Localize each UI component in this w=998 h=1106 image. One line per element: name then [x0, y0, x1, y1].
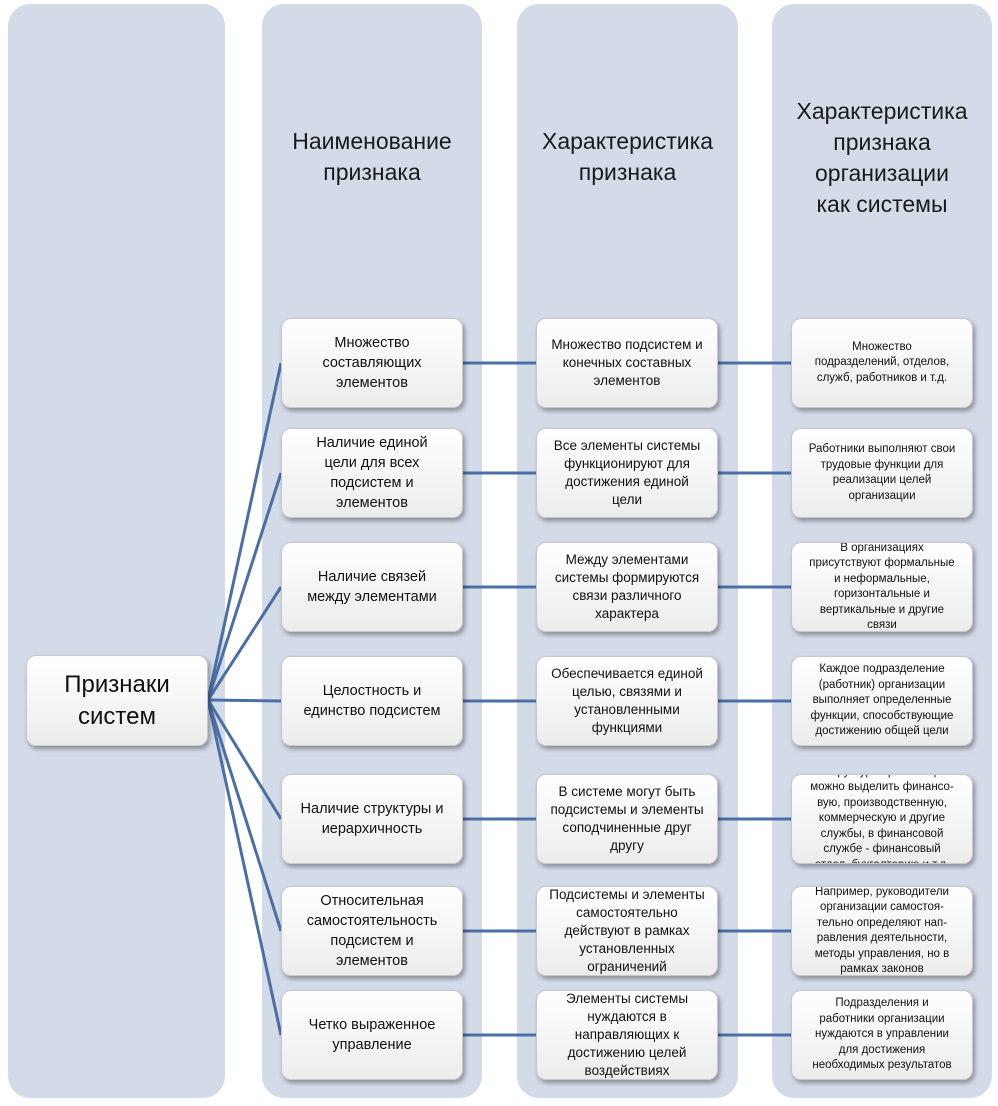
row-3-org: В организациях присутствуют формальные и…: [791, 542, 973, 632]
row-3-name: Наличие связей между элементами: [281, 542, 463, 632]
connector-root-row-4: [207, 698, 282, 703]
row-7-characteristic: Элементы системы нуждаются в направляющи…: [536, 990, 718, 1080]
row-4-characteristic: Обеспечивается единой целью, связями и у…: [536, 656, 718, 746]
connector-root-row-1: [206, 362, 283, 701]
row-6-name: Относительная самостоятельность подсисте…: [281, 886, 463, 976]
row-7-org: Подразделения и работники организации ну…: [791, 990, 973, 1080]
row-2-org: Работники выполняют свои трудовые функци…: [791, 428, 973, 518]
row-2-characteristic: Все элементы системы функционируют для д…: [536, 428, 718, 518]
connector-root-row-2: [206, 472, 283, 701]
row-1-name: Множество составляющих элементов: [281, 318, 463, 408]
connector-root-row-3: [206, 586, 283, 701]
row-3-characteristic: Между элементами системы формируются свя…: [536, 542, 718, 632]
connector-root-row-5: [206, 699, 283, 820]
row-4-name: Целостность и единство подсистем: [281, 656, 463, 746]
row-5-org: В структуре организации можно выделить ф…: [791, 774, 973, 864]
row-2-name: Наличие единой цели для всех подсистем и…: [281, 428, 463, 518]
row-6-characteristic: Подсистемы и элементы самостоятельно дей…: [536, 886, 718, 976]
row-1-org: Множество подразделений, отделов, служб,…: [791, 318, 973, 408]
row-1-characteristic: Множество подсистем и конечных составных…: [536, 318, 718, 408]
connector-root-row-6: [206, 699, 283, 932]
header-org-characteristic: Характеристика признака организации как …: [796, 98, 968, 217]
header-characteristic: Характеристика признака: [542, 128, 713, 185]
row-5-characteristic: В системе могут быть подсистемы и элемен…: [536, 774, 718, 864]
connector-root-row-7: [206, 699, 283, 1036]
header-name: Наименование признака: [292, 128, 452, 185]
root-node: Признаки систем: [26, 655, 208, 746]
row-7-name: Четко выраженное управление: [281, 990, 463, 1080]
row-6-org: Например, руководители организации самос…: [791, 886, 973, 976]
root-label: Признаки систем: [64, 670, 170, 730]
row-4-org: Каждое подразделение (работник) организа…: [791, 656, 973, 746]
column-root: [8, 4, 225, 1098]
row-5-name: Наличие структуры и иерархичность: [281, 774, 463, 864]
